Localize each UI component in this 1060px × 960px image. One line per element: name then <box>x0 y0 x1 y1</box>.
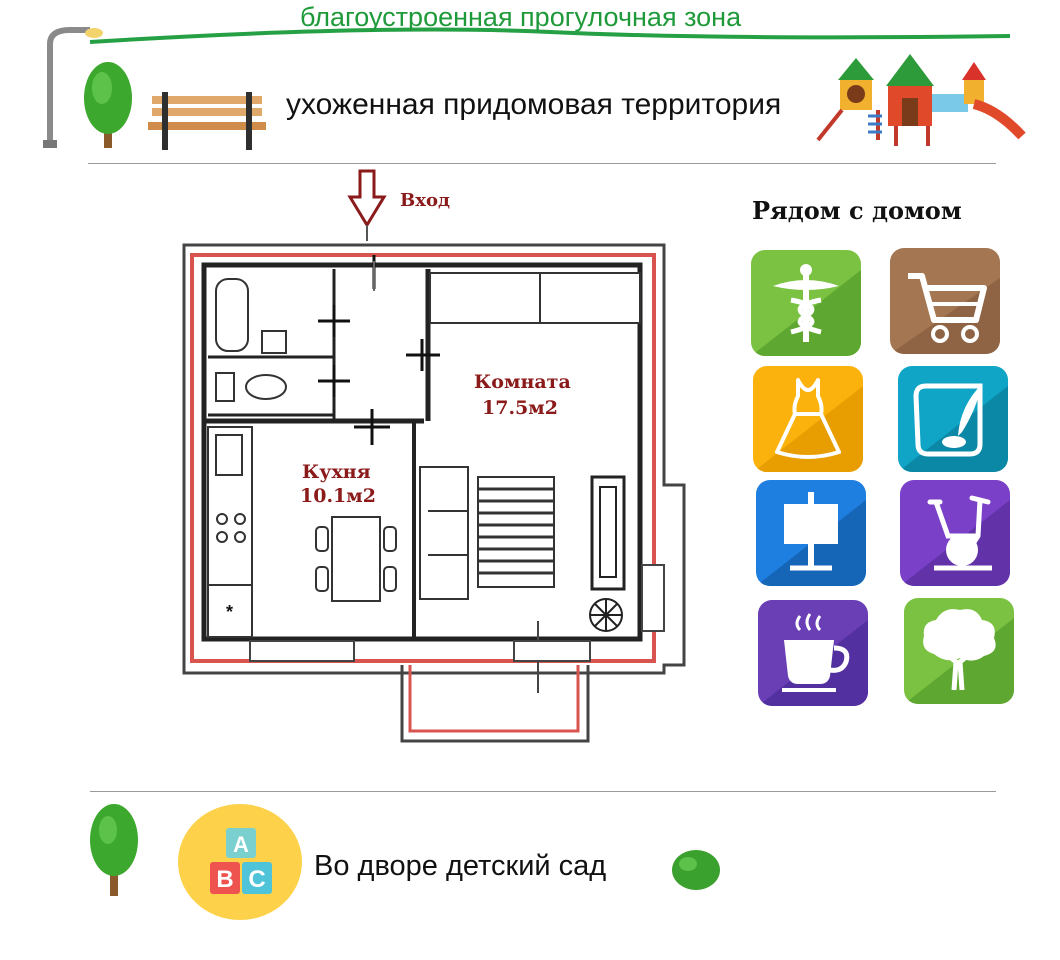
bench-icon <box>148 92 266 150</box>
fridge-mark: * <box>226 602 234 622</box>
tree-icon <box>84 62 132 148</box>
park-tile <box>904 598 1014 704</box>
park-zone-label: благоустроенная прогулочная зона <box>300 2 742 32</box>
kitchen-area: 10.1м2 <box>300 485 376 507</box>
shopping-cart-icon <box>890 273 1000 354</box>
easel-icon <box>756 492 866 586</box>
entrance-arrow-icon <box>347 169 387 241</box>
territory-label: ухоженная придомовая территория <box>286 88 782 121</box>
cafe-tile <box>758 600 868 706</box>
clothing-tile <box>753 366 863 472</box>
kitchen-name: Кухня <box>302 461 371 483</box>
kindergarten-label: Во дворе детский сад <box>314 850 607 882</box>
medicine-tile <box>751 250 861 356</box>
room-area: 17.5м2 <box>482 397 558 419</box>
coffee-cup-icon <box>758 613 868 706</box>
exercise-bike-icon <box>900 495 1010 586</box>
playground-icon <box>816 54 1026 146</box>
block-b: B <box>216 866 233 893</box>
top-divider <box>88 163 996 164</box>
dress-icon <box>753 378 863 472</box>
quill-scroll-icon <box>898 383 1008 472</box>
street-lamp-icon <box>43 27 103 148</box>
floor-plan <box>182 169 686 743</box>
education-tile <box>898 366 1008 472</box>
entrance-label: Вход <box>400 190 450 211</box>
block-c: C <box>248 866 265 893</box>
bush-icon <box>672 850 720 890</box>
art-tile <box>756 480 866 586</box>
park-path-line <box>89 27 1011 44</box>
tree-icon <box>904 609 1014 704</box>
block-a: A <box>233 832 249 857</box>
shop-tile <box>890 248 1000 354</box>
medicine-icon <box>751 264 861 356</box>
plant-icon <box>589 598 623 632</box>
kindergarten-icon: A B C <box>178 804 302 920</box>
bottom-divider <box>90 791 996 792</box>
tree-icon <box>90 804 138 896</box>
room-name: Комната <box>474 371 571 393</box>
nearby-title: Рядом с домом <box>752 196 962 225</box>
fitness-tile <box>900 480 1010 586</box>
